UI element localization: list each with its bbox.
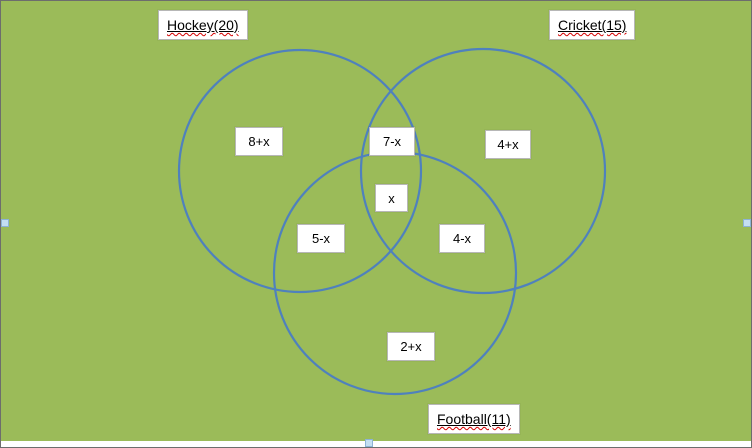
region-cricket-football: 4-x xyxy=(439,224,485,253)
cricket-set-label-text: Cricket(15) xyxy=(558,17,627,33)
region-football-only: 2+x xyxy=(387,332,435,361)
region-hockey-cricket: 7-x xyxy=(369,127,415,156)
hockey-set-label-text: Hockey(20) xyxy=(167,17,239,33)
hockey-circle xyxy=(177,48,423,294)
venn-circles xyxy=(177,47,607,396)
region-cricket-only: 4+x xyxy=(485,130,531,159)
region-hockey-football: 5-x xyxy=(297,224,345,253)
hockey-set-label: Hockey(20) xyxy=(158,10,248,40)
football-set-label: Football(11) xyxy=(428,404,520,434)
resize-handle-left[interactable] xyxy=(1,219,9,227)
diagram-canvas: Hockey(20) Cricket(15) Football(11) 8+x … xyxy=(1,1,751,441)
region-center-all-three: x xyxy=(375,184,408,212)
football-set-label-text: Football(11) xyxy=(437,411,511,427)
bottom-margin-strip xyxy=(1,441,751,447)
region-hockey-only: 8+x xyxy=(235,127,283,156)
cricket-set-label: Cricket(15) xyxy=(549,10,636,40)
resize-handle-right[interactable] xyxy=(743,219,751,227)
resize-handle-bottom[interactable] xyxy=(365,439,373,447)
cricket-circle xyxy=(359,47,607,295)
